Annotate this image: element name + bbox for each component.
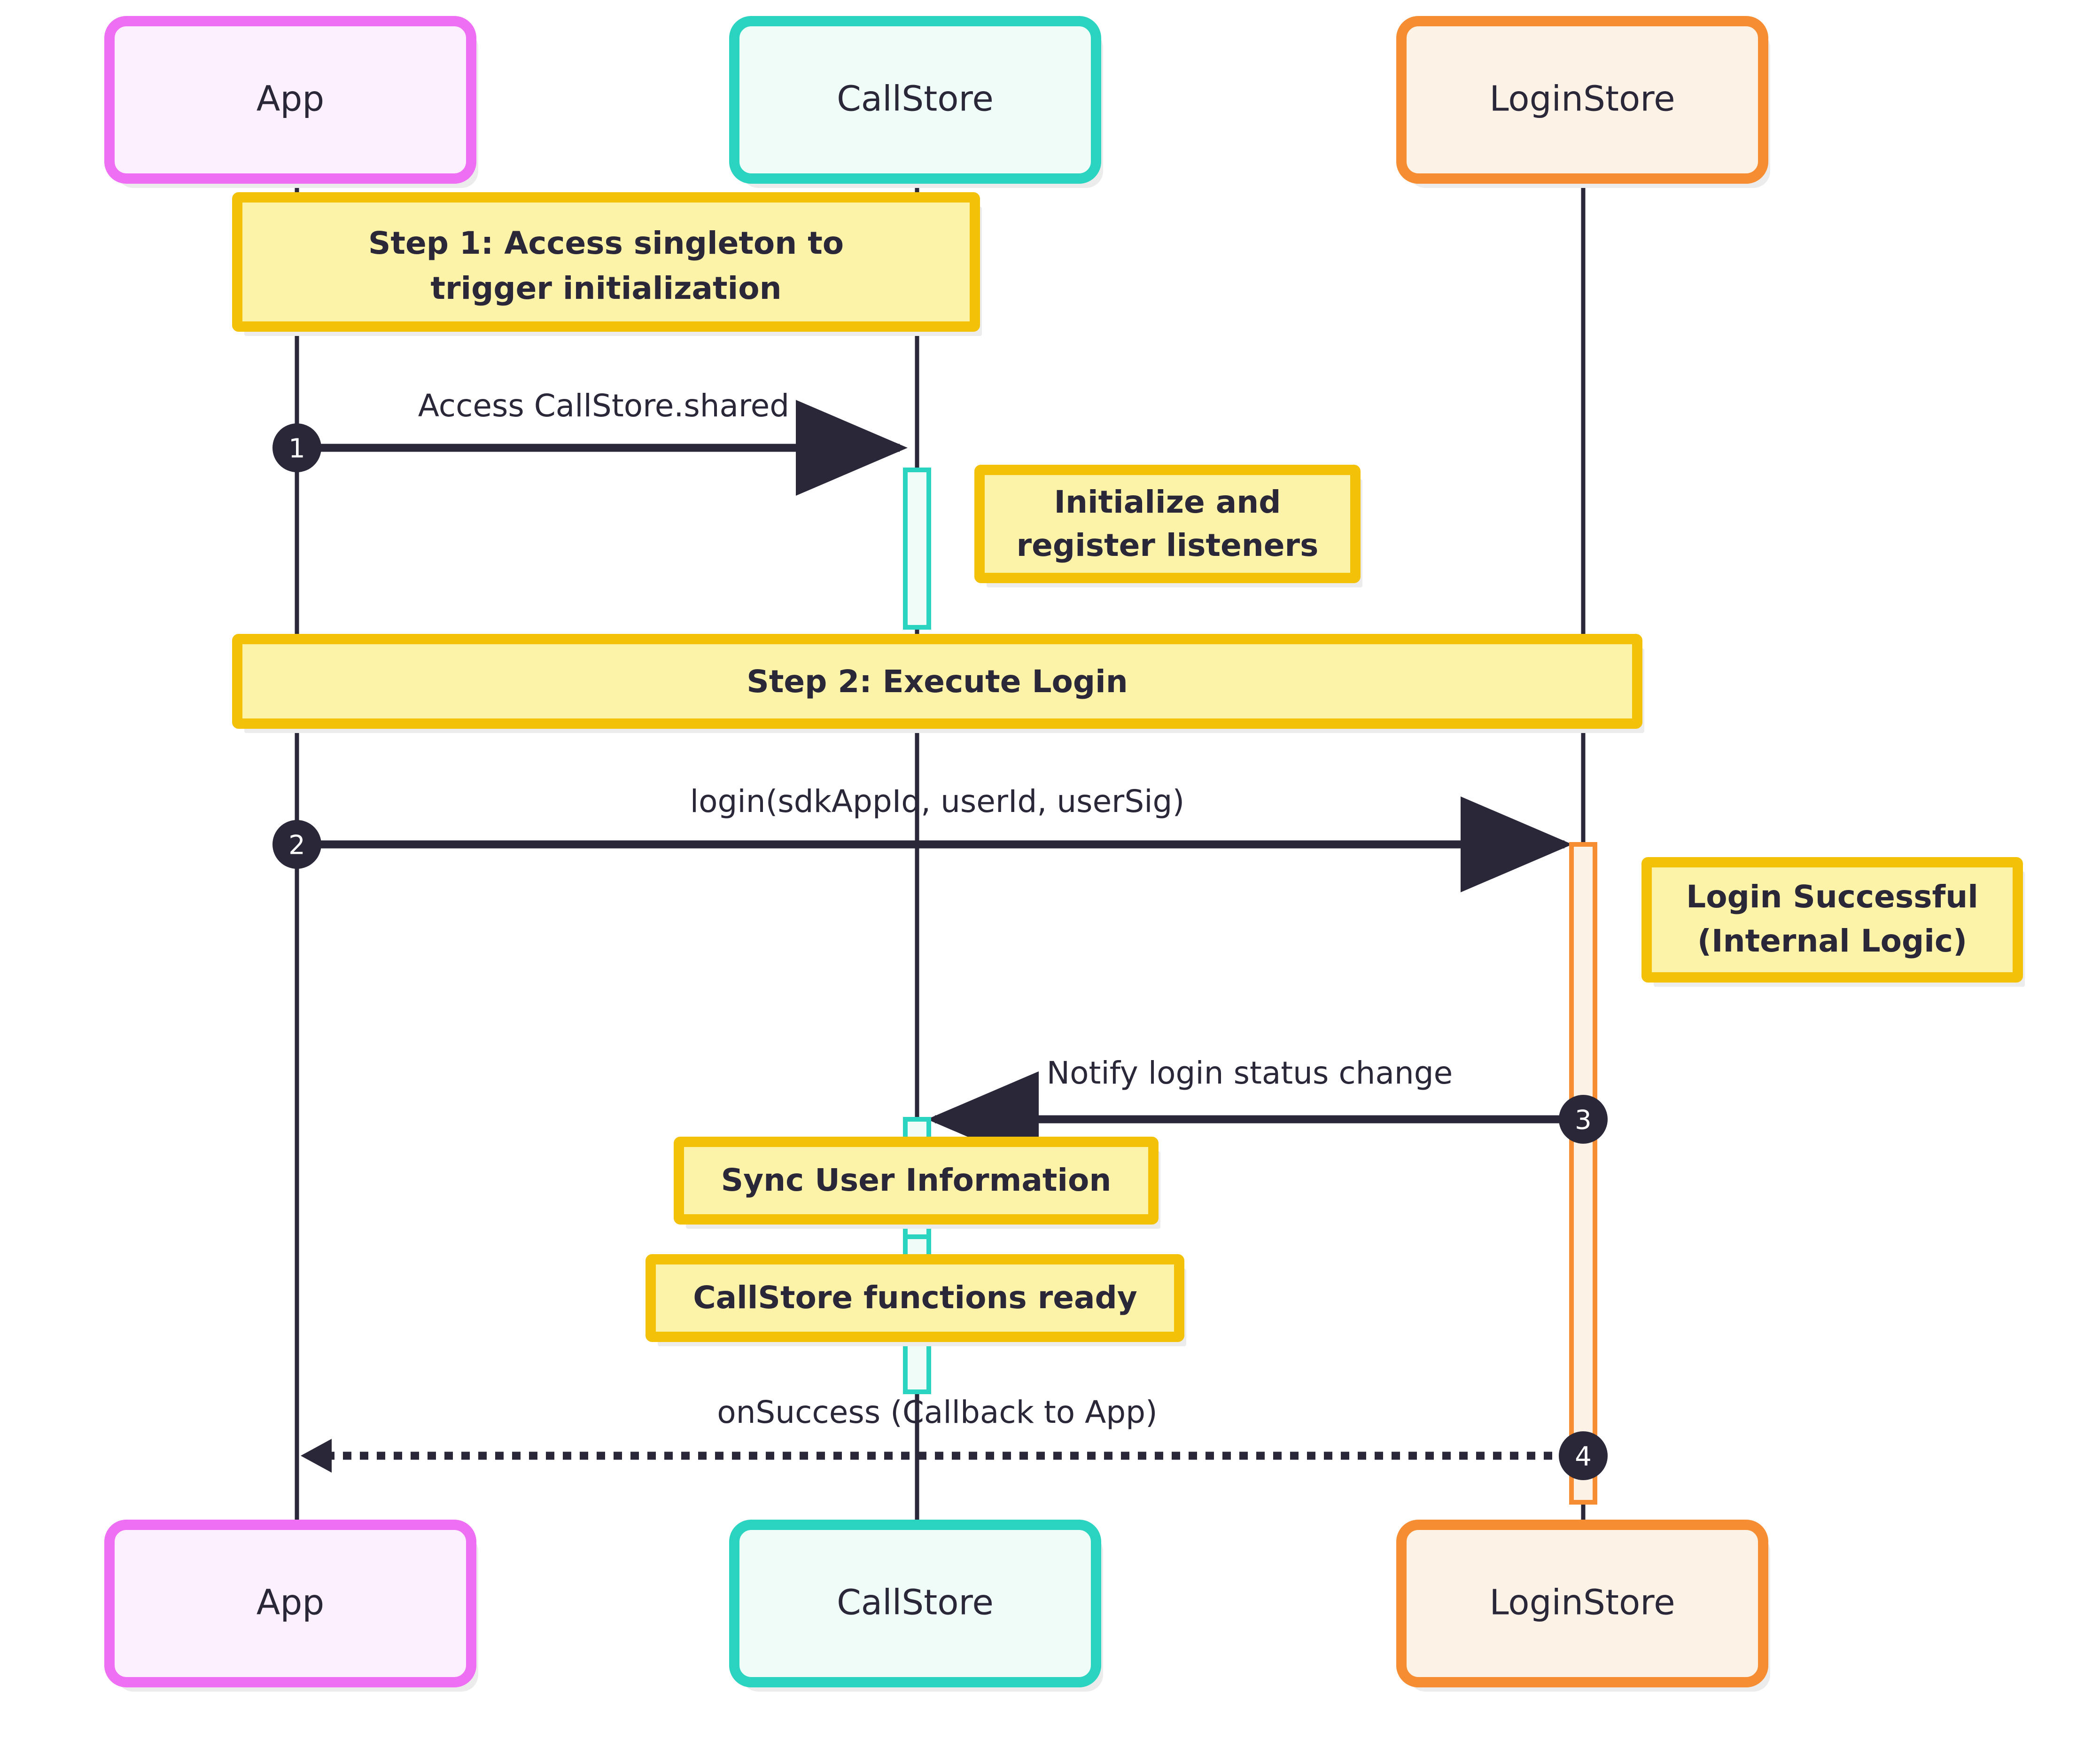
participant-callstore-bottom-label: CallStore — [837, 1583, 994, 1623]
activation-callstore-1 — [903, 468, 931, 630]
message-2[interactable]: login(sdkAppId, userId, userSig) 2 — [272, 783, 1572, 892]
message-1[interactable]: Access CallStore.shared 1 — [272, 388, 908, 496]
message-3-seq: 3 — [1575, 1105, 1592, 1136]
message-1-badge — [272, 423, 321, 472]
note-step1-line1: Step 1: Access singleton to — [368, 225, 844, 261]
participant-loginstore-bottom-label: LoginStore — [1489, 1583, 1675, 1623]
note-sync-user-line1: Sync User Information — [721, 1162, 1112, 1198]
message-3[interactable]: Notify login status change 3 — [927, 1055, 1608, 1167]
note-step2-line1: Step 2: Execute Login — [747, 663, 1128, 700]
participant-app-top-label: App — [257, 79, 325, 119]
participant-app-bottom-label: App — [257, 1583, 325, 1623]
message-4[interactable]: onSuccess (Callback to App) 4 — [301, 1394, 1608, 1480]
message-4-label: onSuccess (Callback to App) — [717, 1394, 1158, 1430]
message-4-badge — [1559, 1431, 1608, 1480]
note-login-successful-line2: (Internal Logic) — [1697, 923, 1967, 959]
note-sync-user: Sync User Information — [674, 1137, 1160, 1229]
message-4-arrowhead — [301, 1439, 332, 1473]
message-1-seq: 1 — [288, 434, 305, 464]
note-login-successful-line1: Login Successful — [1686, 879, 1978, 915]
note-functions-ready-line1: CallStore functions ready — [693, 1280, 1137, 1316]
note-login-successful: Login Successful (Internal Logic) — [1641, 857, 2025, 987]
note-functions-ready: CallStore functions ready — [646, 1254, 1186, 1346]
participant-callstore-bottom[interactable]: CallStore — [729, 1520, 1103, 1692]
participant-callstore-top-label: CallStore — [837, 79, 994, 119]
participant-loginstore-top-label: LoginStore — [1489, 79, 1675, 119]
activation-loginstore — [1569, 842, 1597, 1505]
note-step2: Step 2: Execute Login — [232, 634, 1644, 733]
message-3-label: Notify login status change — [1047, 1055, 1453, 1091]
message-4-seq: 4 — [1575, 1442, 1592, 1472]
message-2-label: login(sdkAppId, userId, userSig) — [690, 783, 1184, 819]
participant-callstore-top[interactable]: CallStore — [729, 16, 1103, 188]
participant-app-bottom[interactable]: App — [104, 1520, 478, 1692]
note-initialize-line2: register listeners — [1017, 527, 1319, 563]
participant-loginstore-bottom[interactable]: LoginStore — [1396, 1520, 1770, 1692]
message-2-seq: 2 — [288, 830, 305, 861]
participant-app-top[interactable]: App — [104, 16, 478, 188]
message-1-label: Access CallStore.shared — [418, 388, 789, 424]
note-initialize: Initialize and register listeners — [974, 465, 1362, 587]
note-step1: Step 1: Access singleton to trigger init… — [232, 192, 982, 336]
message-2-badge — [272, 820, 321, 869]
note-step1-line2: trigger initialization — [430, 270, 781, 306]
note-initialize-line1: Initialize and — [1054, 484, 1281, 520]
message-3-badge — [1559, 1095, 1608, 1144]
participant-loginstore-top[interactable]: LoginStore — [1396, 16, 1770, 188]
